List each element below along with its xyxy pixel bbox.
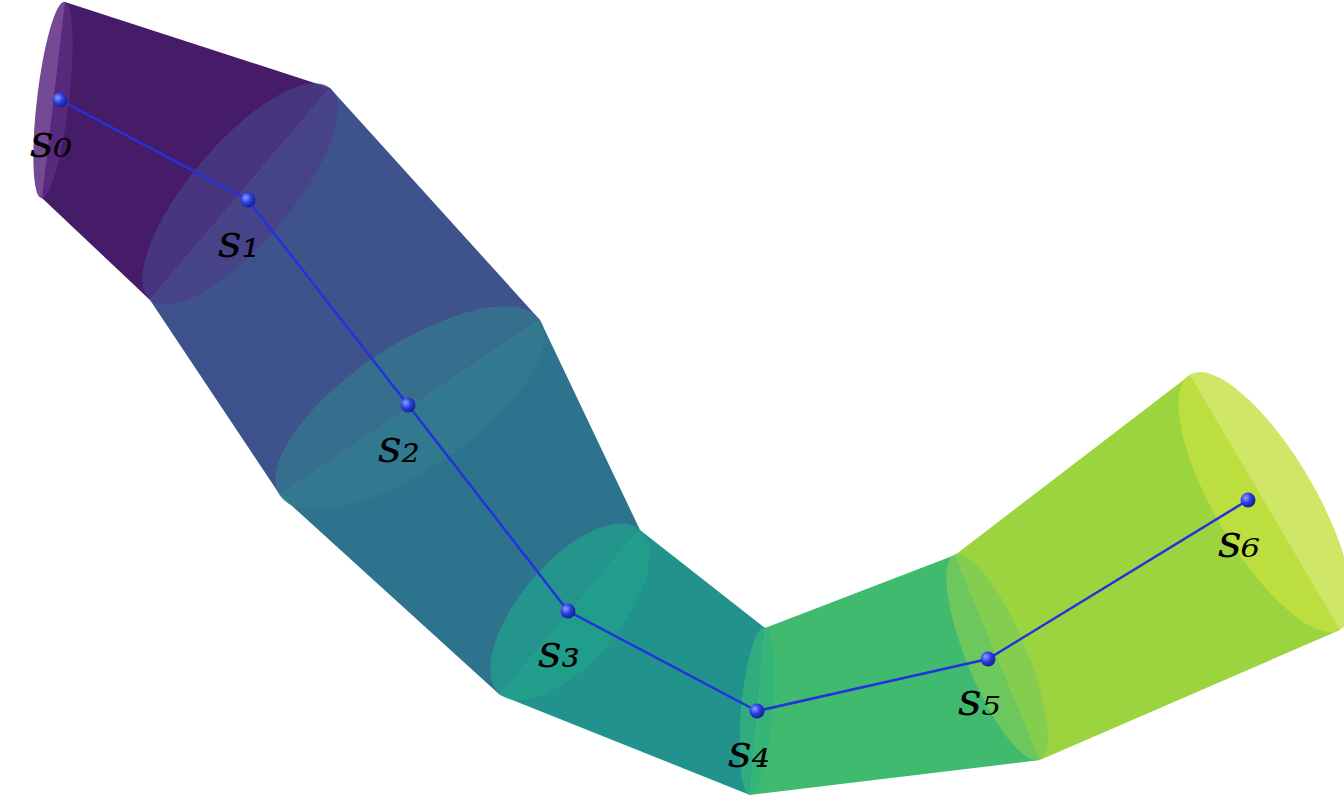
tube-segments xyxy=(42,2,1340,795)
tube-joints xyxy=(26,0,1344,796)
tube-joint xyxy=(245,269,575,547)
sample-point xyxy=(981,652,996,667)
point-label: s₀ xyxy=(30,118,72,164)
centerline xyxy=(60,100,1248,711)
tube-end xyxy=(1147,349,1344,655)
tube-joint xyxy=(112,56,368,333)
sample-point xyxy=(401,398,416,413)
point-label: s₃ xyxy=(538,628,580,674)
point-label: s₁ xyxy=(218,218,260,264)
sample-point xyxy=(750,704,765,719)
point-label: s₆ xyxy=(1218,518,1260,564)
sample-point xyxy=(241,193,256,208)
point-label: s₂ xyxy=(378,423,420,469)
sample-point xyxy=(53,93,68,108)
tube-joint xyxy=(462,497,678,726)
tube-end xyxy=(26,0,81,200)
sample-point xyxy=(1241,493,1256,508)
sample-point xyxy=(561,604,576,619)
tube-joint xyxy=(927,543,1067,771)
point-label: s₅ xyxy=(958,676,1000,722)
centerline-points xyxy=(53,93,1256,719)
point-label: s₄ xyxy=(728,728,770,774)
